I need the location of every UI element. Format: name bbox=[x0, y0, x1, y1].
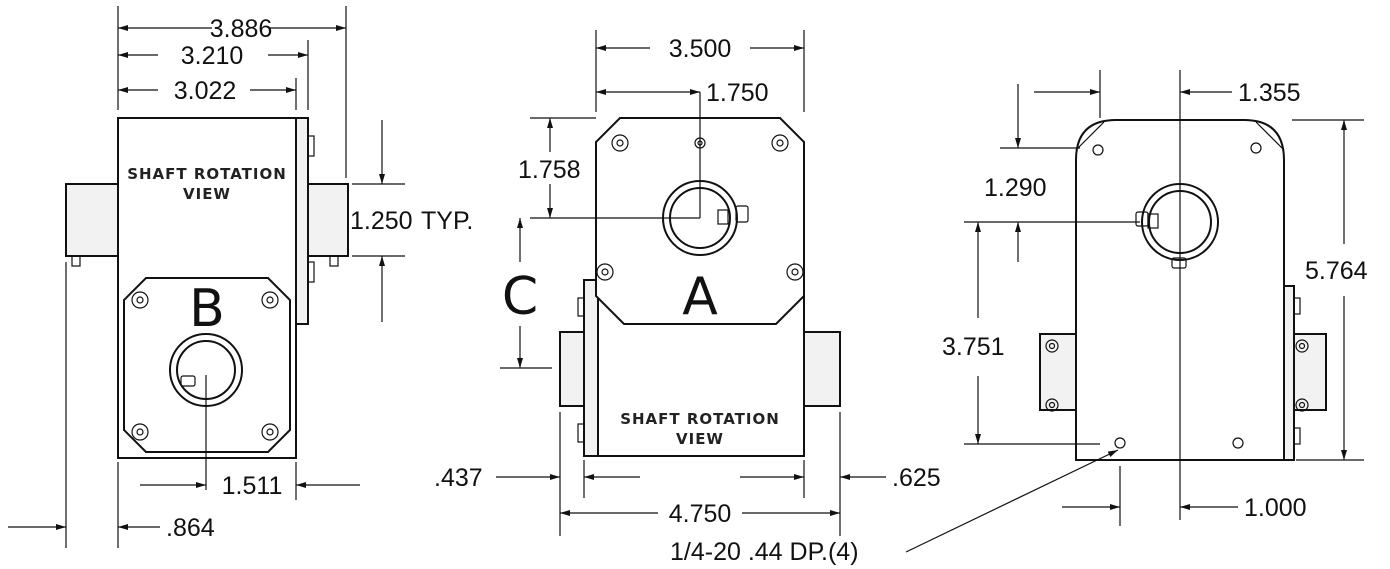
left-cover-plate bbox=[123, 277, 291, 453]
left-shaft bbox=[169, 333, 243, 490]
dim-864: .864 bbox=[166, 514, 215, 542]
left-port-left bbox=[65, 183, 119, 257]
dim-4750: 4.750 bbox=[669, 500, 732, 528]
left-dimension-lines bbox=[8, 25, 385, 530]
center-view: A C SHAFT ROTATION VIEW bbox=[434, 30, 941, 536]
left-view: SHAFT ROTATION VIEW B bbox=[8, 6, 473, 548]
dim-1290: 1.290 bbox=[984, 174, 1047, 202]
right-dimension-lines bbox=[975, 84, 1347, 510]
right-extension-lines bbox=[964, 70, 1364, 526]
dim-1750: 1.750 bbox=[706, 79, 769, 107]
dim-3751: 3.751 bbox=[942, 333, 1005, 361]
center-upper-plate bbox=[595, 117, 805, 325]
left-flange bbox=[295, 117, 309, 325]
center-port-right bbox=[799, 331, 841, 407]
left-body bbox=[117, 117, 297, 459]
center-letter-c: C bbox=[502, 267, 538, 327]
dim-3210: 3.210 bbox=[181, 42, 244, 70]
dim-1250: 1.250 bbox=[350, 207, 413, 235]
dim-typ: TYP. bbox=[421, 207, 473, 235]
center-letter-a: A bbox=[682, 267, 718, 327]
left-view-letter-b: B bbox=[189, 279, 225, 339]
callout-tapped-holes: 1/4-20 .44 DP.(4) bbox=[670, 538, 859, 566]
dim-1000: 1.000 bbox=[1244, 494, 1307, 522]
center-dimension-lines bbox=[496, 45, 886, 516]
dim-5764: 5.764 bbox=[1305, 257, 1368, 285]
left-view-label-line2: VIEW bbox=[183, 185, 231, 203]
right-holes bbox=[1092, 142, 1262, 449]
callout-leader bbox=[905, 449, 1119, 553]
dim-3886: 3.886 bbox=[210, 15, 273, 43]
left-view-label-line1: SHAFT ROTATION bbox=[127, 165, 287, 183]
right-shaft bbox=[1135, 70, 1219, 520]
dim-625: .625 bbox=[892, 464, 941, 492]
right-view: 1.355 1.290 5.764 3.751 1.000 1/4-20 .44… bbox=[670, 70, 1368, 566]
dim-1355: 1.355 bbox=[1238, 79, 1301, 107]
center-extension-lines bbox=[500, 30, 841, 536]
dim-1511: 1.511 bbox=[222, 472, 283, 500]
dim-437: .437 bbox=[434, 464, 483, 492]
center-view-label-line1: SHAFT ROTATION bbox=[620, 410, 780, 428]
dim-1758: 1.758 bbox=[518, 156, 581, 184]
center-view-label-line2: VIEW bbox=[676, 430, 724, 448]
dim-3500: 3.500 bbox=[669, 35, 732, 63]
right-mount-bolts bbox=[1045, 339, 1309, 412]
left-bolts bbox=[131, 291, 279, 441]
dim-3022: 3.022 bbox=[174, 77, 237, 105]
